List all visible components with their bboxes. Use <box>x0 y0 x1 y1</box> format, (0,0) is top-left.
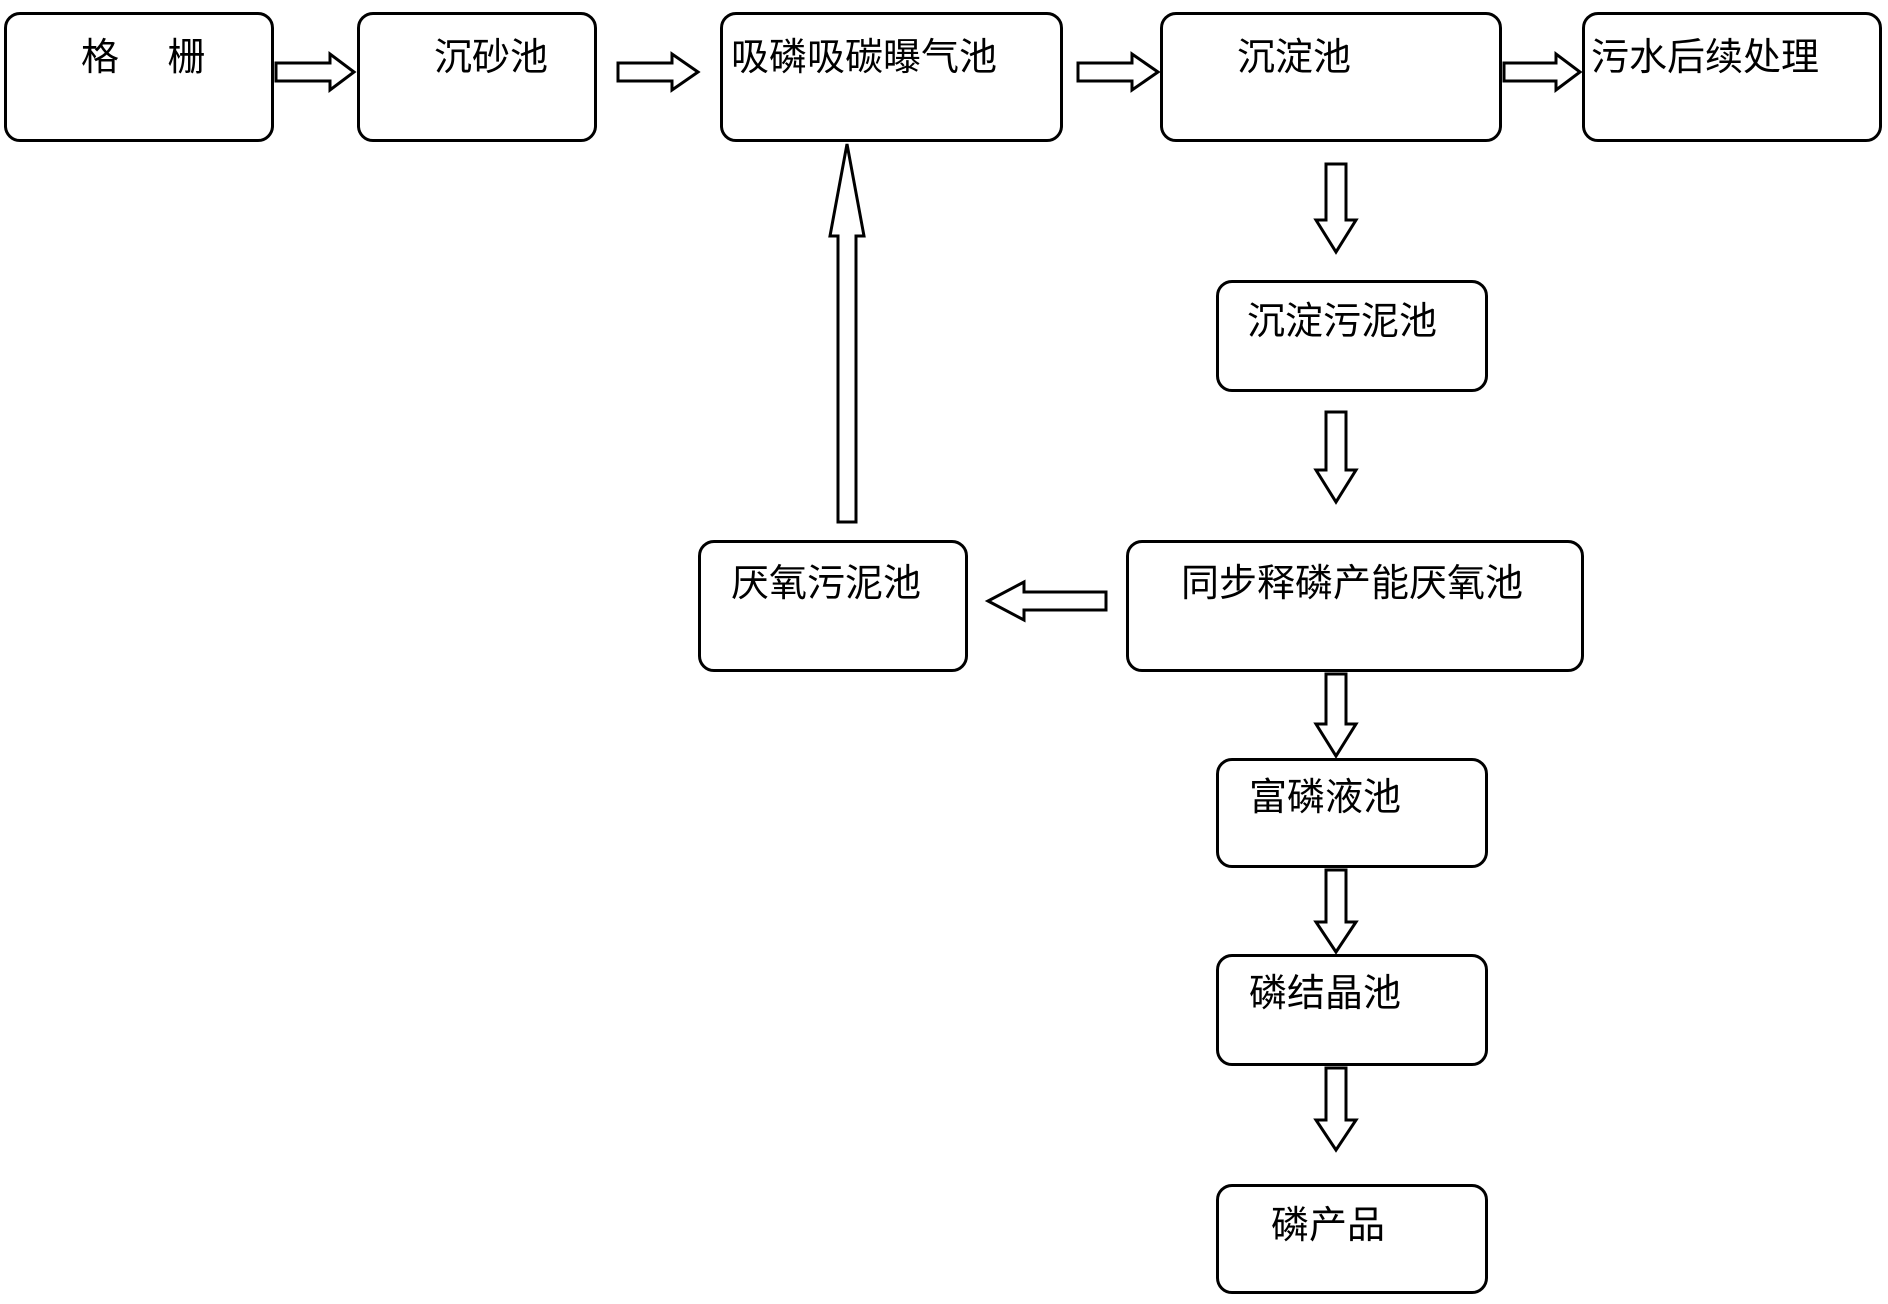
node-sludge-tank-label: 沉淀污泥池 <box>1247 299 1438 343</box>
node-crystallization-tank: 磷结晶池 <box>1216 954 1488 1066</box>
node-crystallization-tank-label: 磷结晶池 <box>1249 971 1402 1015</box>
arrow-anaerobic-to-liquid <box>1313 672 1359 759</box>
node-anaerobic-tank-label: 同步释磷产能厌氧池 <box>1181 561 1524 605</box>
node-aeration-tank-label: 吸磷吸碳曝气池 <box>731 35 998 79</box>
node-phosphorus-liquid-tank: 富磷液池 <box>1216 758 1488 868</box>
node-grit-chamber: 沉砂池 <box>357 12 597 142</box>
arrow-anaerobic-to-sludge <box>984 579 1108 623</box>
node-settling-tank: 沉淀池 <box>1160 12 1502 142</box>
arrow-grille-to-grit <box>274 51 357 93</box>
arrow-grit-to-aeration <box>616 51 701 93</box>
node-phosphorus-product: 磷产品 <box>1216 1184 1488 1294</box>
arrow-liquid-to-crystal <box>1313 868 1359 955</box>
node-grit-chamber-label: 沉砂池 <box>434 35 549 79</box>
node-phosphorus-product-label: 磷产品 <box>1271 1203 1386 1247</box>
node-anaerobic-tank: 同步释磷产能厌氧池 <box>1126 540 1584 672</box>
node-settling-tank-label: 沉淀池 <box>1237 35 1352 79</box>
node-anaerobic-sludge-tank-label: 厌氧污泥池 <box>731 561 922 605</box>
arrow-crystal-to-product <box>1313 1066 1359 1153</box>
arrow-settling-to-sludge <box>1313 162 1359 255</box>
arrow-aeration-to-settling <box>1076 51 1161 93</box>
node-sludge-tank: 沉淀污泥池 <box>1216 280 1488 392</box>
node-grille: 格 栅 <box>4 12 274 142</box>
arrow-sludge-to-anaerobic <box>1313 410 1359 505</box>
node-followup: 污水后续处理 <box>1582 12 1882 142</box>
arrow-sludge-to-aeration <box>828 143 866 524</box>
node-followup-label: 污水后续处理 <box>1591 35 1820 79</box>
node-aeration-tank: 吸磷吸碳曝气池 <box>720 12 1063 142</box>
node-anaerobic-sludge-tank: 厌氧污泥池 <box>698 540 968 672</box>
node-grille-label: 格 栅 <box>81 35 206 79</box>
node-phosphorus-liquid-tank-label: 富磷液池 <box>1249 775 1402 819</box>
arrow-settling-to-followup <box>1502 51 1583 93</box>
